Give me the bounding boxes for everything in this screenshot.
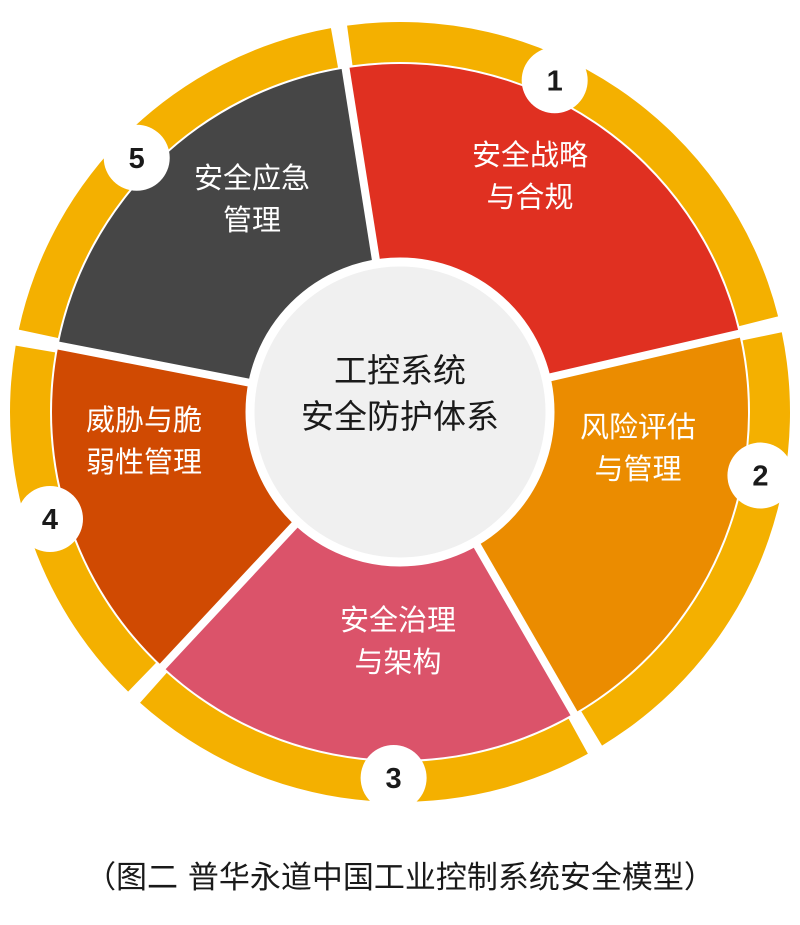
- segment-label-2: 风险评估与管理: [580, 410, 696, 486]
- segment-label-line: 风险评估: [580, 410, 696, 444]
- figure-caption: （图二 普华永道中国工业控制系统安全模型）: [85, 860, 715, 896]
- segment-divider: [128, 518, 301, 703]
- segment-4: [52, 345, 302, 667]
- segment-label-line: 与架构: [354, 645, 441, 679]
- segment-divider: [545, 319, 785, 383]
- badge-number-3: 3: [386, 763, 402, 795]
- hub-circle: [245, 257, 555, 567]
- center-hub: 工控系统安全防护体系: [245, 257, 555, 567]
- badge-number-5: 5: [129, 143, 145, 175]
- segment-label-line: 安全战略: [472, 138, 588, 172]
- segment-label-line: 威胁与脆: [86, 403, 202, 437]
- badge-circle-1: [521, 47, 588, 114]
- badge-number-2: 2: [752, 461, 768, 493]
- outer-ring: [9, 22, 791, 802]
- badge-group: 1 2 3 4 5: [16, 47, 794, 811]
- ring-arc-4: [9, 345, 156, 692]
- segment-label-5: 安全应急管理: [194, 161, 310, 237]
- segment-group: [12, 22, 785, 760]
- center-title-line: 工控系统: [334, 351, 466, 390]
- ring-arc-5: [18, 28, 339, 339]
- badge-circle-2: [727, 442, 794, 509]
- segment-label-line: 与合规: [486, 180, 573, 214]
- segment-label-3: 安全治理与架构: [340, 603, 456, 679]
- badge-number-4: 4: [42, 504, 58, 536]
- segment-label-4: 威胁与脆弱性管理: [86, 403, 202, 479]
- segment-label-line: 管理: [223, 203, 281, 237]
- segment-divider: [471, 539, 601, 756]
- badge-circle-3: [360, 744, 427, 811]
- segment-1: [345, 63, 740, 380]
- segment-3: [162, 518, 575, 760]
- segment-divider: [334, 22, 381, 265]
- segment-label-line: 安全治理: [340, 603, 456, 637]
- segment-label-line: 弱性管理: [86, 445, 202, 479]
- ring-arc-3: [140, 672, 588, 802]
- segment-label-line: 安全应急: [194, 161, 310, 195]
- badge-number-1: 1: [547, 65, 563, 97]
- segment-divider: [12, 332, 254, 388]
- segment-label-1: 安全战略与合规: [472, 138, 588, 214]
- segment-2: [472, 333, 749, 714]
- segment-label-line: 与管理: [594, 452, 681, 486]
- ring-arc-2: [581, 332, 791, 746]
- badge-circle-4: [16, 486, 83, 553]
- badge-circle-5: [103, 124, 170, 191]
- center-title: 工控系统安全防护体系: [301, 351, 499, 436]
- center-title-line: 安全防护体系: [301, 397, 499, 436]
